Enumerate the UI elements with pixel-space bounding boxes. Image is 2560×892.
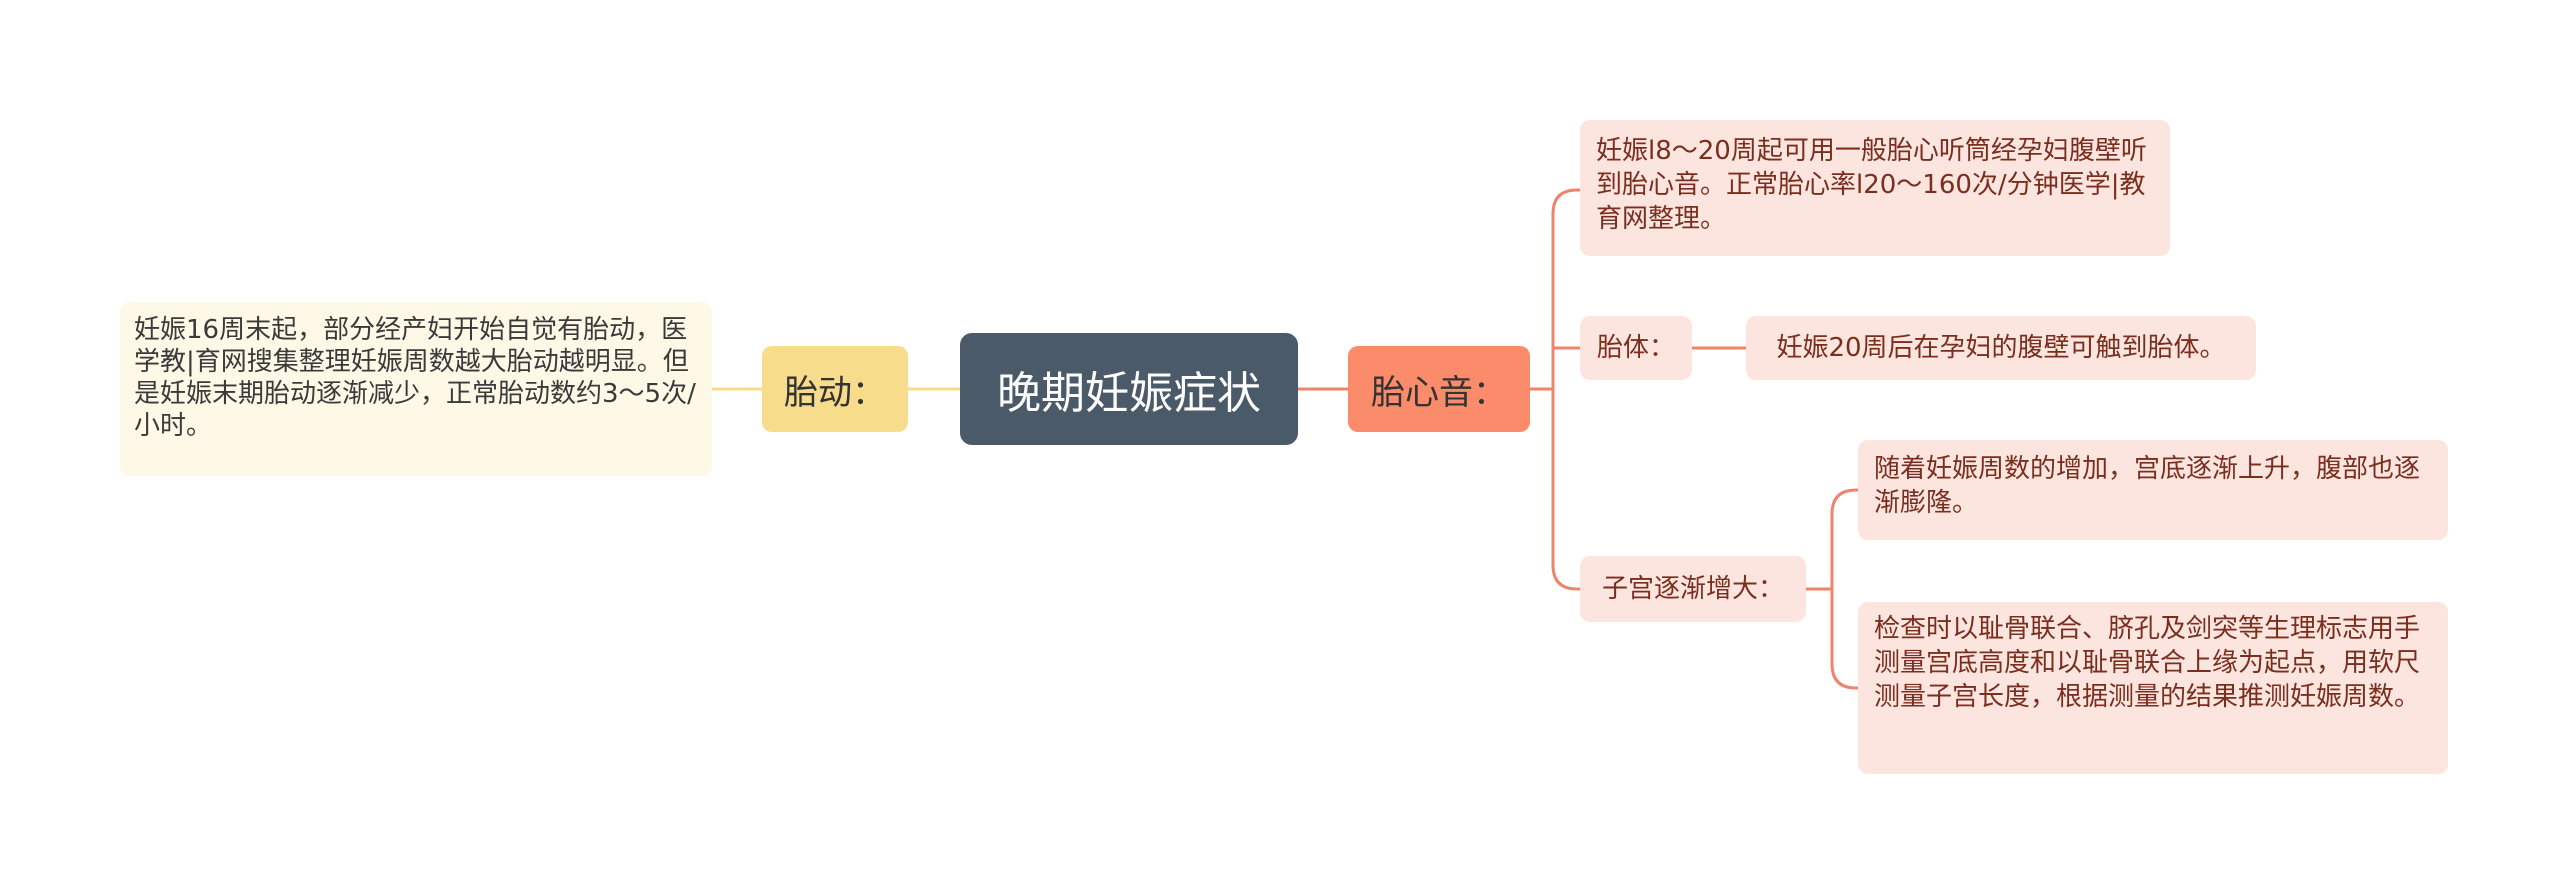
uterus-label: 子宫逐渐增大：	[1601, 574, 1784, 604]
branch-fetal-heart-sound[interactable]: 胎心音：	[1348, 346, 1530, 432]
branch-fetal-movement-label: 胎动：	[784, 372, 886, 413]
leaf-fetal-movement-detail[interactable]: 妊娠16周末起，部分经产妇开始自觉有胎动，医学教|育网搜集整理妊娠周数越大胎动越…	[120, 302, 712, 476]
uterus-detail-1-text: 随着妊娠周数的增加，宫底逐渐上升，腹部也逐渐膨隆。	[1874, 454, 2421, 518]
root-node[interactable]: 晚期妊娠症状	[960, 333, 1298, 445]
branch-fetal-heart-sound-label: 胎心音：	[1371, 372, 1507, 413]
sub-fetal-body[interactable]: 胎体：	[1580, 316, 1692, 380]
fetal-body-text: 妊娠20周后在孕妇的腹壁可触到胎体。	[1776, 333, 2226, 363]
leaf-fetal-body-detail[interactable]: 妊娠20周后在孕妇的腹壁可触到胎体。	[1746, 316, 2256, 380]
branch-fetal-movement[interactable]: 胎动：	[762, 346, 908, 432]
leaf-uterus-detail-2[interactable]: 检查时以耻骨联合、脐孔及剑突等生理标志用手测量宫底高度和以耻骨联合上缘为起点，用…	[1858, 602, 2448, 774]
leaf-fetal-movement-text: 妊娠16周末起，部分经产妇开始自觉有胎动，医学教|育网搜集整理妊娠周数越大胎动越…	[134, 315, 696, 441]
sub-uterus-enlarging[interactable]: 子宫逐渐增大：	[1580, 556, 1806, 622]
uterus-detail-2-text: 检查时以耻骨联合、脐孔及剑突等生理标志用手测量宫底高度和以耻骨联合上缘为起点，用…	[1874, 614, 2421, 712]
connector-uterus-trunk	[1806, 488, 1858, 690]
leaf-uterus-detail-1[interactable]: 随着妊娠周数的增加，宫底逐渐上升，腹部也逐渐膨隆。	[1858, 440, 2448, 540]
connector-right-trunk	[1530, 188, 1580, 591]
fetal-body-label: 胎体：	[1596, 333, 1675, 363]
sub-heart-sound-detail[interactable]: 妊娠l8～20周起可用一般胎心听筒经孕妇腹壁听到胎心音。正常胎心率l20～160…	[1580, 120, 2170, 256]
root-label: 晚期妊娠症状	[997, 368, 1261, 419]
heart-sound-text: 妊娠l8～20周起可用一般胎心听筒经孕妇腹壁听到胎心音。正常胎心率l20～160…	[1596, 136, 2147, 234]
